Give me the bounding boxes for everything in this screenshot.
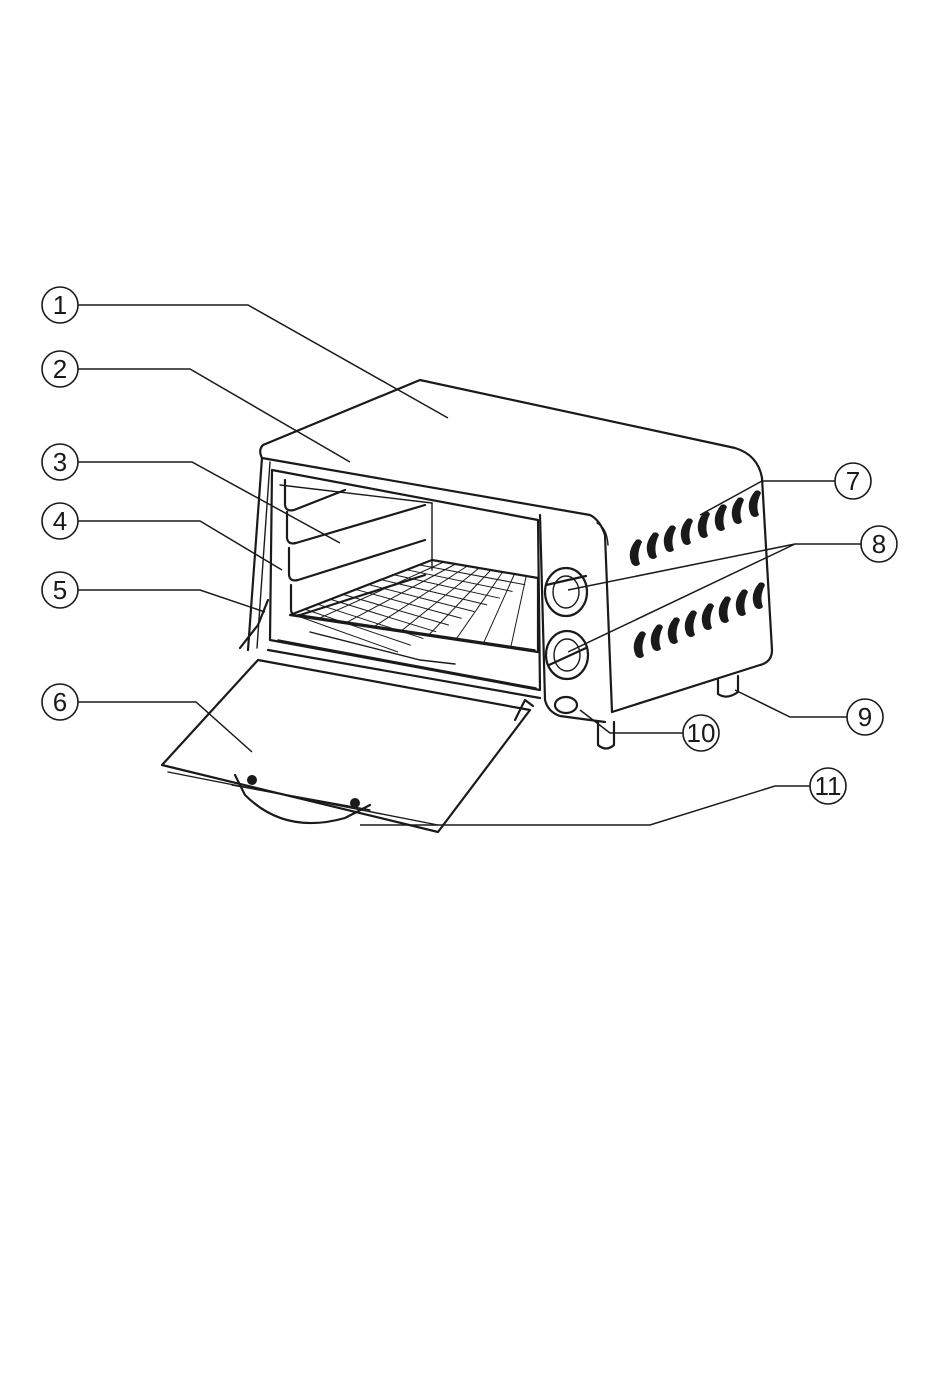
leader-11: [360, 786, 810, 825]
vent-slot: [732, 497, 744, 524]
callout-10: 10: [683, 715, 719, 751]
vent-slot: [702, 603, 714, 630]
vent-slot: [753, 582, 765, 609]
power-indicator-light: [555, 697, 577, 713]
callout-label-2: 2: [53, 354, 67, 384]
callout-7: 7: [835, 463, 871, 499]
vent-slot: [664, 525, 676, 552]
leader-9: [735, 690, 847, 717]
callout-label-10: 10: [687, 718, 716, 748]
vent-slot: [647, 532, 659, 559]
callout-3: 3: [42, 444, 78, 480]
leader-10: [580, 710, 684, 733]
vent-slot: [719, 596, 731, 623]
callout-label-8: 8: [872, 529, 886, 559]
vent-slot: [749, 490, 761, 517]
leader-4: [78, 521, 282, 570]
callout-4: 4: [42, 503, 78, 539]
vent-slot: [685, 610, 697, 637]
temperature-knob: [545, 568, 587, 616]
callout-label-6: 6: [53, 687, 67, 717]
vent-slot: [651, 624, 663, 651]
oven-door: [162, 600, 533, 832]
vent-slot: [698, 511, 710, 538]
vent-slot: [630, 539, 642, 566]
leader-5: [78, 590, 265, 612]
vent-slot: [668, 617, 680, 644]
vent-slot: [634, 631, 646, 658]
callout-label-4: 4: [53, 506, 67, 536]
vent-slot: [681, 518, 693, 545]
callout-label-5: 5: [53, 575, 67, 605]
callout-2: 2: [42, 351, 78, 387]
callout-5: 5: [42, 572, 78, 608]
callout-11: 11: [810, 768, 846, 804]
leader-3: [78, 462, 340, 543]
leader-lines: [78, 305, 862, 825]
leader-8: [568, 544, 862, 590]
callout-label-7: 7: [846, 466, 860, 496]
callout-1: 1: [42, 287, 78, 323]
side-vents: [630, 490, 765, 658]
timer-knob: [546, 631, 588, 679]
oven-body: [248, 380, 772, 722]
vent-slot: [715, 504, 727, 531]
callout-9: 9: [847, 699, 883, 735]
callout-8: 8: [861, 526, 897, 562]
callout-label-1: 1: [53, 290, 67, 320]
leader-1: [78, 305, 448, 418]
vent-slot: [736, 589, 748, 616]
callout-label-3: 3: [53, 447, 67, 477]
leader-6: [78, 702, 252, 752]
leader-2: [78, 369, 350, 462]
crumb-tray: [278, 632, 536, 688]
callout-label-11: 11: [815, 771, 842, 801]
callout-6: 6: [42, 684, 78, 720]
callout-label-9: 9: [858, 702, 872, 732]
